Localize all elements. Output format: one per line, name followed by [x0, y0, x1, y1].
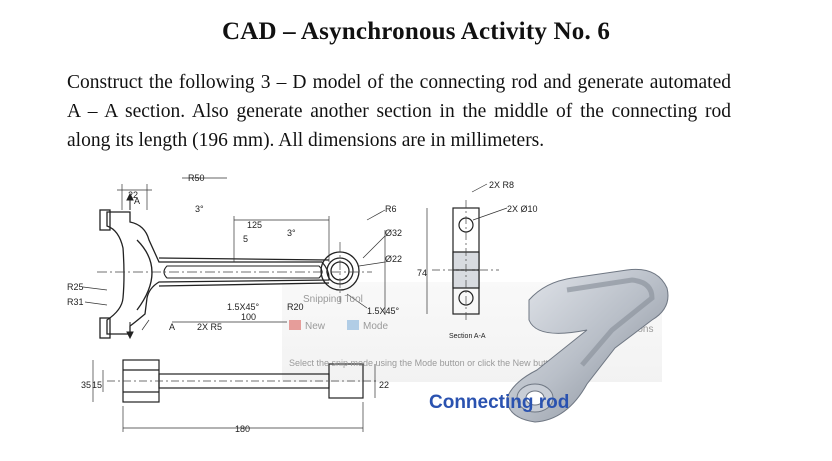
instruction-paragraph: Construct the following 3 – D model of t… — [67, 72, 731, 151]
drawing-figure: Snipping Tool New Mode Options Select th… — [67, 170, 715, 436]
dim-125: 125 — [247, 220, 262, 230]
snip-hint-text: Select the snip mode using the Mode butt… — [289, 358, 561, 368]
section-aa-label: Section A-A — [449, 333, 486, 340]
dim-chamfer-2: 1.5X45° — [367, 306, 400, 316]
snip-mode-button[interactable]: Mode — [363, 321, 388, 332]
dimension-labels: R50 22 A 3° 125 5 3° R6 Ø32 Ø22 74 2X R8… — [67, 173, 538, 434]
section-cut-markers — [126, 192, 134, 340]
dim-r6: R6 — [385, 204, 397, 214]
dim-dia32: Ø32 — [385, 228, 402, 238]
section-dim-lines — [426, 183, 508, 314]
snipping-tool-title: Snipping Tool — [303, 294, 363, 305]
dim-r31: R31 — [67, 297, 84, 307]
dim-3deg-b: 3° — [287, 228, 296, 238]
dim-2x-dia10: 2X Ø10 — [507, 204, 538, 214]
dim-r20: R20 — [287, 302, 304, 312]
dim-3deg-a: 3° — [195, 204, 204, 214]
dim-r25: R25 — [67, 282, 84, 292]
dimension-lines — [82, 177, 386, 331]
dim-22-top-view: 22 — [379, 380, 389, 390]
dim-5: 5 — [243, 234, 248, 244]
centerlines — [97, 242, 372, 302]
front-view — [99, 209, 360, 339]
dim-r50: R50 — [188, 173, 205, 183]
dim-74: 74 — [417, 268, 427, 278]
connecting-rod-3d-render — [506, 268, 669, 423]
snip-mode-icon[interactable] — [347, 320, 359, 330]
dim-35: 35 — [81, 380, 91, 390]
snip-new-icon[interactable] — [289, 320, 301, 330]
dim-180: 180 — [235, 424, 250, 434]
snip-new-button[interactable]: New — [305, 321, 326, 332]
dim-22: 22 — [128, 190, 138, 200]
dim-15: 15 — [92, 380, 102, 390]
dim-dia22: Ø22 — [385, 254, 402, 264]
dim-a-top: A — [134, 196, 140, 206]
dim-100: 100 — [241, 312, 256, 322]
engineering-drawing: Snipping Tool New Mode Options Select th… — [67, 173, 669, 434]
dim-a-bottom: A — [169, 322, 175, 332]
render-caption: Connecting rod — [429, 392, 569, 413]
page-title: CAD – Asynchronous Activity No. 6 — [221, 18, 611, 45]
dim-2x-r5: 2X R5 — [197, 322, 222, 332]
top-view-dim-lines — [92, 360, 376, 432]
dim-2x-r8: 2X R8 — [489, 180, 514, 190]
section-centerlines — [432, 200, 499, 322]
dim-chamfer-1: 1.5X45° — [227, 302, 260, 312]
